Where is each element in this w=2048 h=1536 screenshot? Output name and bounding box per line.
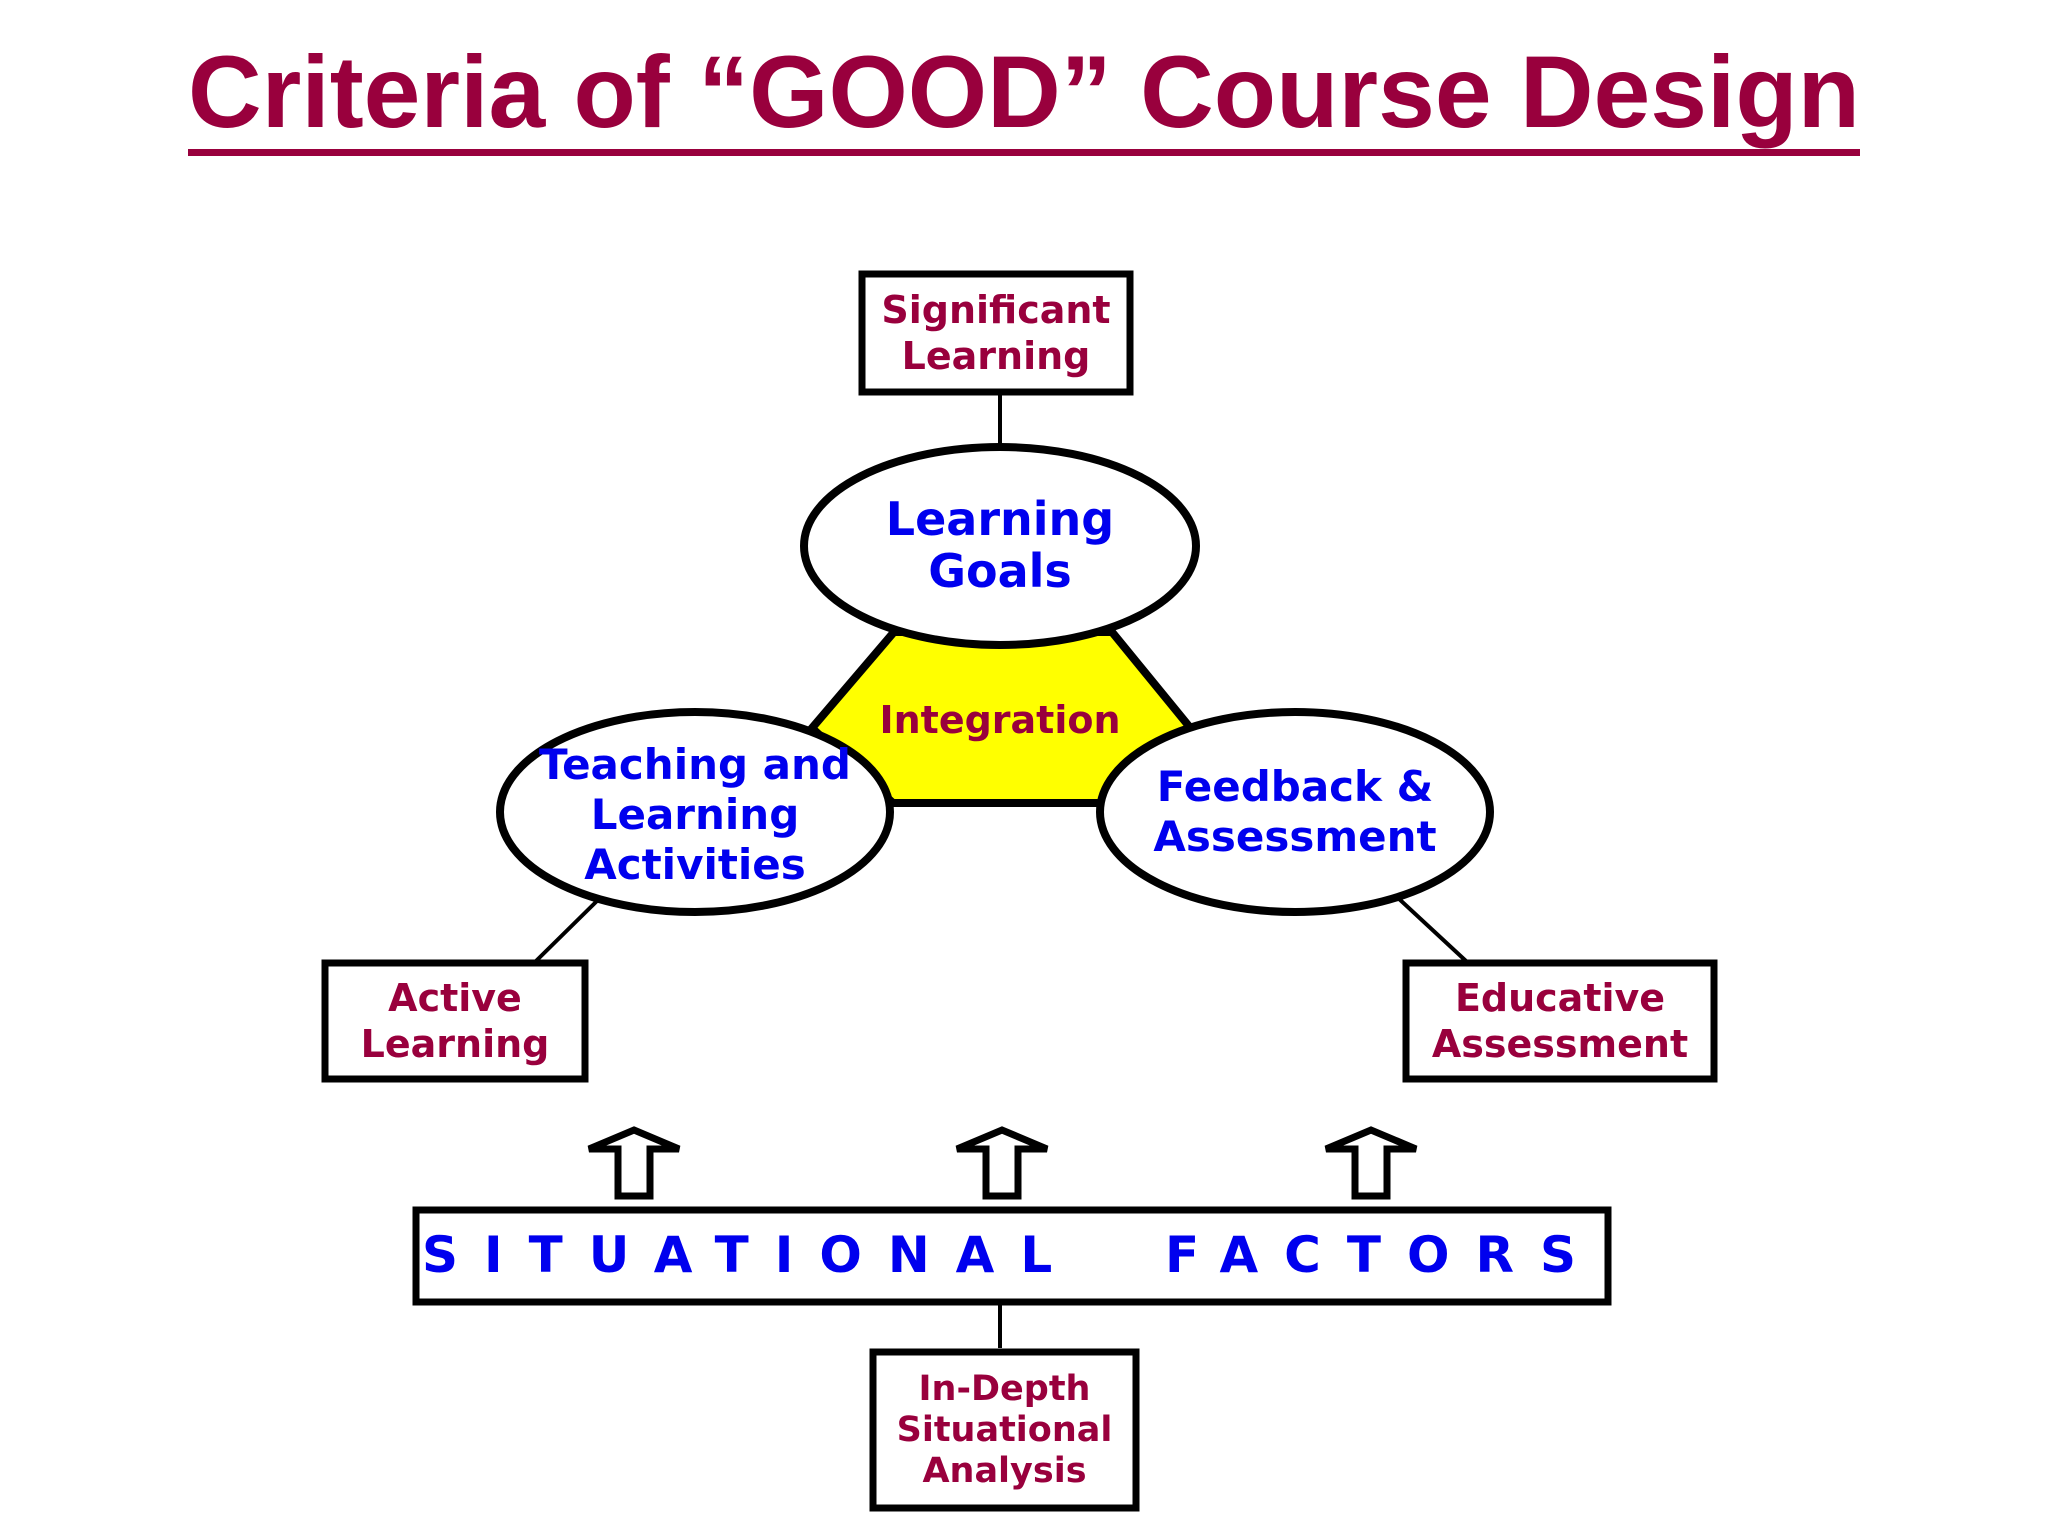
- connector-feedback-educative: [1396, 896, 1468, 963]
- significant-learning-box: [858, 270, 1134, 396]
- up-arrow-right: [1324, 1126, 1418, 1200]
- title-text: Criteria of “GOOD” Course Design: [188, 35, 1860, 156]
- up-arrow-left: [587, 1126, 681, 1200]
- in-depth-analysis-label: In-Depth Situational Analysis: [896, 1368, 1113, 1491]
- feedback-assessment-label: Feedback & Assessment: [1153, 762, 1437, 861]
- significant-learning-label: Significant Learning: [881, 288, 1111, 378]
- educative-assessment-box: [1402, 959, 1718, 1083]
- educative-assessment-label: Educative Assessment: [1431, 976, 1689, 1066]
- learning-goals-label: Learning Goals: [885, 492, 1115, 598]
- learning-goals-oval: [800, 443, 1200, 649]
- situational-factors-box: [412, 1206, 1612, 1306]
- active-learning-box: [321, 959, 589, 1083]
- integration-label: Integration: [879, 698, 1121, 742]
- teaching-activities-oval: [496, 708, 894, 916]
- active-learning-label: Active Learning: [360, 976, 550, 1066]
- situational-factors-label: SITUATIONAL FACTORS: [422, 1226, 1602, 1284]
- up-arrow-center: [955, 1126, 1049, 1200]
- connector-teaching-active: [534, 896, 602, 963]
- page-title: Criteria of “GOOD” Course Design: [0, 32, 2048, 156]
- feedback-assessment-oval: [1096, 708, 1494, 916]
- teaching-activities-label: Teaching and Learning Activities: [539, 740, 851, 889]
- in-depth-analysis-box: [869, 1348, 1140, 1512]
